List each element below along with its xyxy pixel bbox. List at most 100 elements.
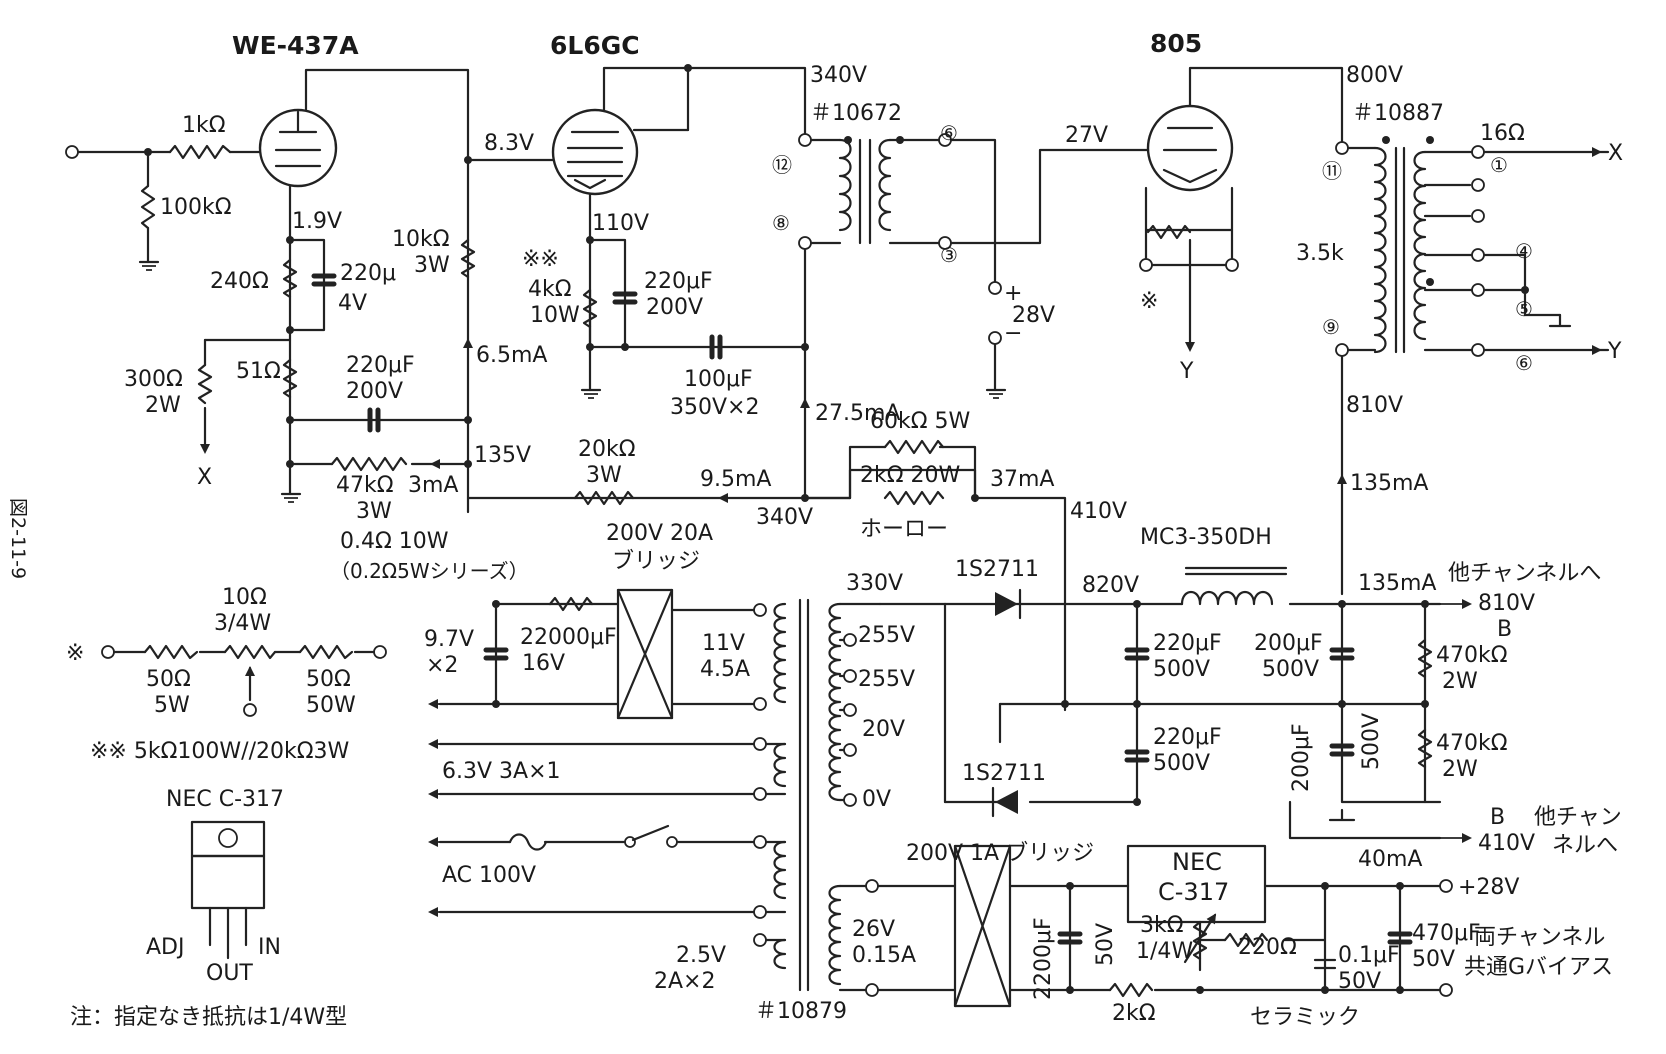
label-power-tap-330: 330V: [846, 571, 903, 596]
label-bias-supply-ceramic: セラミック: [1250, 1005, 1360, 1030]
label-power-bias-a: 0.15A: [852, 943, 916, 968]
diodes: [991, 588, 1022, 818]
label-interstage-pins-p3: ③: [940, 243, 958, 267]
label-stage2-r-k-watt: 10W: [530, 303, 580, 328]
transformer-10887: [1373, 136, 1434, 354]
label-stage3-v-grid: 27V: [1065, 123, 1108, 148]
label-stage2-c-k-volt: 200V: [646, 295, 703, 320]
label-stage3-v-plate: 800V: [1346, 63, 1403, 88]
choke-mc3-350dh: [1180, 566, 1288, 606]
label-supply-v-810: 810V: [1478, 591, 1535, 616]
label-heater-bridge2: ブリッジ: [612, 549, 700, 574]
label-power-tap-255a: 255V: [858, 623, 915, 648]
label-supply-c1-value: 220μF: [1153, 631, 1222, 656]
label-power-tap-0: 0V: [862, 787, 891, 812]
tube-6l6gc: [551, 108, 639, 196]
label-heater-sec-a: 4.5A: [700, 657, 750, 682]
label-output-pins-p5: ⑤: [1515, 297, 1533, 321]
label-supply-b2: B: [1490, 805, 1505, 830]
label-legend-mark1: ※: [66, 641, 84, 666]
label-bias-supply-common2: 共通Gバイアス: [1464, 955, 1613, 980]
label-hum-pot-r-2k: 2kΩ 20W: [860, 463, 961, 488]
label-stage3-bias: 28V: [1012, 303, 1055, 328]
label-stage2-r-k-value: 4kΩ: [528, 277, 572, 302]
label-supply-v-820: 820V: [1082, 573, 1139, 598]
label-heater-c-volt: 16V: [522, 651, 565, 676]
resistors: [140, 144, 1433, 998]
label-stage3-imp: 3.5k: [1296, 241, 1344, 266]
label-stage1-r-grid: 1kΩ: [182, 113, 226, 138]
label-supply-c3-volt: 500V: [1153, 751, 1210, 776]
label-output-pins-p4: ④: [1515, 239, 1533, 263]
tube-805: [1146, 104, 1234, 192]
label-interstage-pins-p6: ⑥: [940, 121, 958, 145]
label-stage1-r-drop-value: 47kΩ: [336, 473, 394, 498]
label-heater-v-out: 9.7V: [424, 627, 474, 652]
label-bias-supply-ic1: NEC: [1172, 848, 1222, 876]
label-heater-r-04: 0.4Ω 10W: [340, 529, 449, 554]
label-stage2-i-plate: 27.5mA: [815, 401, 900, 426]
label-supply-c2-volt: 500V: [1262, 657, 1319, 682]
label-legend-r50a: 50Ω: [146, 667, 191, 692]
label-stage2-r-k-mark: ※※: [522, 247, 559, 272]
label-supply-c2-value: 200μF: [1254, 631, 1323, 656]
label-interstage-pins-p8: ⑧: [772, 211, 790, 235]
label-legend-r50a-w: 5W: [154, 693, 190, 718]
label-stage3-plus: +: [1004, 281, 1022, 306]
label-power-tap-20: 20V: [862, 717, 905, 742]
label-power-ac: AC 100V: [442, 863, 536, 888]
label-bias-supply-i-40: 40mA: [1358, 847, 1422, 872]
label-stage2-c-cpl-volt: 350V×2: [670, 395, 759, 420]
label-supply-other2b: ネルへ: [1552, 833, 1618, 858]
label-bias-supply-r-3k: 3kΩ: [1140, 913, 1184, 938]
label-stage2-i-9: 9.5mA: [700, 467, 771, 492]
tube-label-v3: 805: [1150, 29, 1202, 58]
switch-fuse: [508, 824, 678, 851]
label-supply-d2: 1S2711: [962, 761, 1046, 786]
label-bias-supply-c-01-volt: 50V: [1338, 969, 1381, 994]
label-bias-supply-c-470-volt: 50V: [1412, 947, 1455, 972]
label-bias-supply-v-28: +28V: [1458, 875, 1519, 900]
label-power-h25-v: 2.5V: [676, 943, 726, 968]
label-stage1-x-label: X: [197, 465, 212, 490]
label-supply-b1: B: [1497, 617, 1512, 642]
label-power-bias-v: 26V: [852, 917, 895, 942]
label-stage1-r-bias-value: 300Ω: [124, 367, 183, 392]
label-legend-r50b-w: 50W: [306, 693, 356, 718]
label-bias-supply-r-220: 220Ω: [1238, 935, 1297, 960]
label-power-tap-255b: 255V: [858, 667, 915, 692]
label-supply-r1-watt: 2W: [1442, 669, 1478, 694]
label-heater-v-out2: ×2: [426, 653, 458, 678]
capacitors: [311, 273, 1413, 970]
legend-resistor-network: [101, 644, 387, 717]
label-stage1-r-k2: 51Ω: [236, 359, 281, 384]
label-power-h63: 6.3V 3A×1: [442, 759, 561, 784]
label-stage1-v-b: 135V: [474, 443, 531, 468]
label-legend-pin-in: IN: [258, 935, 281, 960]
label-stage3-i-b: 135mA: [1350, 471, 1428, 496]
label-legend-r10-w: 3/4W: [214, 611, 271, 636]
label-stage1-i-drop: 3mA: [408, 473, 458, 498]
label-heater-bridge: 200V 20A: [606, 521, 713, 546]
label-stage2-r-20k-value: 20kΩ: [578, 437, 636, 462]
label-supply-c1-volt: 500V: [1153, 657, 1210, 682]
power-transformer-label: ＃10879: [755, 999, 847, 1024]
label-output-pins-p6: ⑥: [1515, 351, 1533, 375]
label-supply-r2-value: 470kΩ: [1436, 731, 1508, 756]
label-stage3-v-b: 810V: [1346, 393, 1403, 418]
label-stage1-v-cathode: 1.9V: [292, 209, 342, 234]
current-arrows: [200, 147, 1602, 917]
label-bias-supply-common1: 両チャンネル: [1474, 925, 1605, 950]
label-stage1-r-load-watt: 3W: [414, 253, 450, 278]
label-output-pins-p9: ⑨: [1322, 315, 1340, 339]
label-legend-ic-title: NEC C-317: [166, 787, 284, 812]
label-stage2-c-k-value: 220μF: [644, 269, 713, 294]
label-supply-c4-value: 200μF: [1289, 723, 1314, 792]
label-stage1-r-load-value: 10kΩ: [392, 227, 450, 252]
label-stage1-c-dec-volt: 200V: [346, 379, 403, 404]
ground-symbols: [142, 265, 1572, 822]
bridges: [616, 588, 1267, 1008]
label-bias-supply-c1-volt: 50V: [1093, 923, 1118, 966]
label-stage2-r-20k-watt: 3W: [586, 463, 622, 488]
label-stage1-c-k-volt: 4V: [338, 291, 367, 316]
